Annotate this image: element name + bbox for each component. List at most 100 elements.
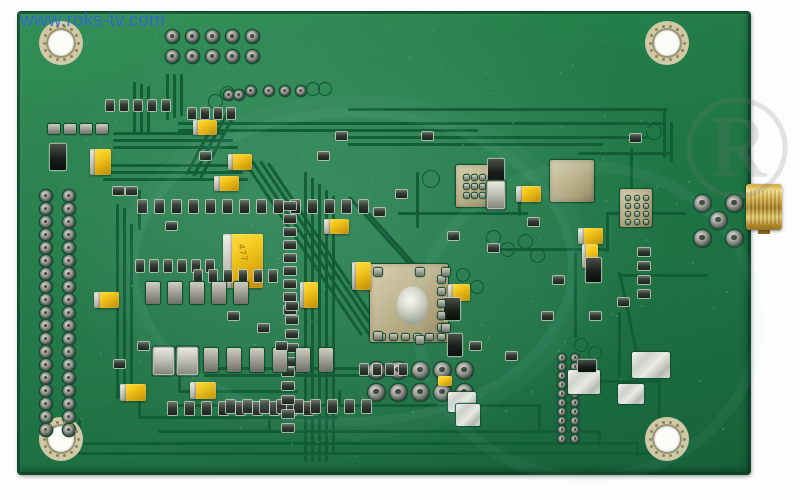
through-hole-pad xyxy=(558,408,566,416)
sma-ground-pads xyxy=(18,12,750,474)
bga-pad xyxy=(635,204,639,208)
tantalum-capacitor xyxy=(120,384,146,401)
bga-pad xyxy=(644,196,648,200)
left-edge-header xyxy=(18,12,750,474)
through-hole-pad xyxy=(558,381,566,389)
watermark-registered-icon: ® xyxy=(680,64,794,230)
through-hole-pad xyxy=(40,216,52,228)
tantalum-capacitor xyxy=(228,154,252,170)
through-hole-pad xyxy=(63,385,75,397)
through-hole-pad xyxy=(412,362,429,379)
via-pad xyxy=(246,86,256,96)
through-hole-pad xyxy=(40,398,52,410)
through-hole-pad xyxy=(40,203,52,215)
through-hole-pad xyxy=(571,354,579,362)
mounting-hole-via xyxy=(74,48,78,52)
through-hole-pad xyxy=(40,333,52,345)
through-hole-pad xyxy=(390,384,407,401)
module-corner-pad xyxy=(374,332,382,340)
through-hole-pad xyxy=(40,372,52,384)
through-hole-pad xyxy=(40,411,52,423)
mounting-hole-via xyxy=(654,28,658,32)
smd-transistor xyxy=(488,159,504,183)
misc-pad-cluster xyxy=(18,12,750,474)
module-edge-pad xyxy=(438,312,445,319)
bga-pad xyxy=(626,212,630,216)
corner-mounting-hole-br xyxy=(654,426,680,452)
bga-pad xyxy=(464,184,469,189)
module-edge-pad xyxy=(438,324,445,331)
mounting-hole-via xyxy=(650,34,654,38)
bga-pad xyxy=(644,220,648,224)
mounting-hole-via xyxy=(48,424,52,428)
through-hole-pad xyxy=(63,359,75,371)
module-corner-pad xyxy=(374,268,382,276)
sma-rf-connector xyxy=(746,184,782,230)
through-hole-pad xyxy=(558,354,566,362)
through-hole-pad xyxy=(40,190,52,202)
through-hole-pad xyxy=(558,363,566,371)
corner-mounting-hole-tr xyxy=(654,30,680,56)
through-hole-pad xyxy=(63,255,75,267)
via-pad xyxy=(296,86,306,96)
sma-ground-pad xyxy=(694,195,711,212)
tantalum-capacitor xyxy=(516,186,541,202)
via-pad xyxy=(264,86,274,96)
through-hole-pad xyxy=(40,268,52,280)
module-corner-pad xyxy=(442,268,450,276)
through-hole-pad xyxy=(40,320,52,332)
mounting-hole-via xyxy=(63,24,67,28)
through-hole-pad xyxy=(412,384,429,401)
bga-pad xyxy=(472,193,477,198)
through-hole-pad xyxy=(40,424,52,436)
tantalum-capacitor xyxy=(578,228,603,244)
bga-pad xyxy=(644,204,648,208)
through-hole-pad xyxy=(40,359,52,371)
via-pad xyxy=(224,90,234,100)
module-edge-pad xyxy=(438,300,445,307)
through-hole-pad xyxy=(558,435,566,443)
through-hole-pad xyxy=(40,385,52,397)
through-hole-pad xyxy=(40,294,52,306)
smd-transistor xyxy=(50,144,66,170)
tantalum-capacitor xyxy=(90,149,111,175)
smd-transistor xyxy=(586,258,601,282)
mounting-hole-via xyxy=(42,41,46,45)
smd-transistor xyxy=(578,360,596,372)
through-hole-pad xyxy=(571,426,579,434)
tantalum-capacitor xyxy=(352,262,371,290)
bga-pad xyxy=(644,212,648,216)
through-hole-pad xyxy=(246,30,259,43)
mounting-hole-via xyxy=(676,424,680,428)
module-corner-pad xyxy=(416,336,424,344)
module-edge-pad xyxy=(426,334,433,340)
mounting-hole-via xyxy=(63,420,67,424)
through-hole-pad xyxy=(186,50,199,63)
mounting-hole-via xyxy=(650,48,654,52)
mounting-hole-via xyxy=(676,450,680,454)
through-hole-pad xyxy=(206,50,219,63)
tinned-pad-lower-e xyxy=(618,384,644,404)
sma-ground-pad xyxy=(726,230,743,247)
bga-pad xyxy=(626,220,630,224)
mounting-hole-via xyxy=(669,58,673,62)
module-corner-pad xyxy=(416,268,424,276)
bga-pad xyxy=(464,175,469,180)
bga-pad xyxy=(635,196,639,200)
through-hole-pad xyxy=(63,294,75,306)
mounting-hole-via xyxy=(669,420,673,424)
mounting-hole-via xyxy=(63,454,67,458)
through-hole-pad xyxy=(206,30,219,43)
mounting-hole-via xyxy=(680,444,684,448)
through-hole-pad xyxy=(40,242,52,254)
bga-pad xyxy=(480,175,485,180)
mounting-hole-via xyxy=(48,450,52,454)
mounting-hole-via xyxy=(76,437,80,441)
sma-ground-pad xyxy=(726,195,743,212)
mounting-hole-via xyxy=(676,54,680,58)
through-hole-pad xyxy=(40,281,52,293)
through-hole-pad xyxy=(63,372,75,384)
mounting-hole-via xyxy=(42,437,46,441)
smd-inductor xyxy=(488,182,504,208)
